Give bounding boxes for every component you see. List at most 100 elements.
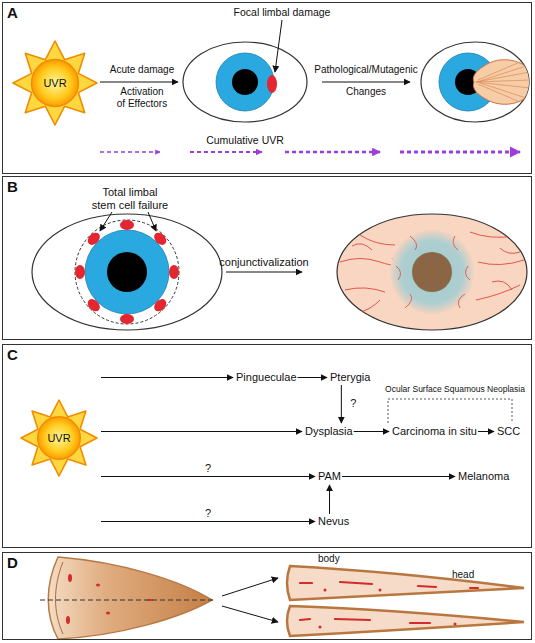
red-dot	[324, 589, 327, 592]
red-dot	[379, 589, 382, 592]
red-dot	[454, 623, 457, 626]
cumulative-arrow	[100, 151, 160, 153]
edge-label: ?	[343, 397, 363, 410]
red-spot	[106, 612, 110, 615]
damage-spot	[85, 230, 102, 247]
flow-arrow	[101, 521, 315, 522]
stage-text: Carcinoma in situ	[392, 425, 477, 438]
red-dot	[319, 626, 322, 629]
callout-arrow	[275, 20, 282, 72]
arrow-label: Pathological/Mutagenic	[296, 64, 436, 76]
flow-arrow	[101, 431, 302, 432]
red-streak	[340, 582, 372, 584]
uvr-sun: UVR	[18, 370, 100, 530]
panel-letter: B	[7, 178, 18, 196]
part-label: head	[452, 569, 492, 581]
flow-arrow	[478, 431, 494, 432]
red-spot	[68, 574, 72, 582]
panel-frame: A UVR	[2, 2, 532, 174]
pupil	[232, 69, 258, 95]
specimen-section	[287, 566, 524, 600]
edge-label: ?	[198, 462, 218, 475]
limbus-outline	[75, 220, 179, 324]
process-arrow	[222, 578, 278, 596]
cumulative-arrow	[190, 151, 262, 153]
iris	[216, 53, 274, 111]
panel-letter: A	[7, 4, 18, 22]
eye-outline	[183, 42, 307, 122]
bracket-label: Ocular Surface Squamous Neoplasia	[375, 385, 535, 395]
red-streak	[300, 582, 312, 584]
eye-outline	[32, 214, 222, 330]
callout-label: Focal limbal damage	[202, 6, 362, 18]
stage-text: Pterygia	[330, 371, 370, 384]
red-spot	[66, 616, 70, 624]
stage-label: Carcinoma in situ	[392, 425, 477, 438]
edge-label: ?	[198, 507, 218, 520]
process-arrow	[226, 272, 302, 273]
process-arrow	[322, 82, 410, 83]
arrow-label: Activation of Effectors	[116, 86, 169, 109]
stage-label: Pterygia	[330, 371, 370, 384]
arrow-label: conjunctivalization	[204, 256, 324, 269]
red-streak	[335, 619, 370, 620]
red-streak	[410, 622, 430, 624]
flow-arrow	[354, 431, 389, 432]
damage-spot	[169, 265, 179, 279]
flow-arrow	[341, 385, 342, 423]
callout-arrow	[148, 212, 156, 231]
arrow-label: Acute damage	[92, 64, 192, 76]
panel-frame: D	[2, 552, 532, 640]
flow-arrow	[101, 377, 233, 378]
red-streak	[470, 587, 478, 589]
specimen-edge	[56, 562, 64, 634]
stage-label: SCC	[497, 425, 520, 438]
process-arrow	[222, 606, 278, 622]
process-arrow	[100, 82, 178, 83]
pterygium-vessels	[476, 62, 530, 102]
stage-label: Melanoma	[458, 470, 509, 483]
flow-arrow	[342, 476, 455, 477]
part-label: body	[318, 553, 358, 565]
damage-spot	[152, 230, 169, 247]
stage-text: Pingueculae	[236, 371, 297, 384]
cumulative-arrow	[285, 151, 380, 154]
panel-letter: C	[7, 346, 18, 364]
timeline-label: Cumulative UVR	[175, 134, 315, 146]
damage-spot	[120, 314, 134, 324]
stage-text: SCC	[497, 425, 520, 438]
section-dots	[319, 589, 457, 629]
stage-text: Nevus	[318, 515, 349, 528]
limbal-failure-spots	[75, 220, 179, 324]
iris	[390, 230, 474, 314]
damage-spot	[120, 220, 134, 230]
damage-spot	[75, 265, 85, 279]
specimen-spots	[66, 574, 153, 624]
stage-text: Melanoma	[458, 470, 509, 483]
sun-shape	[18, 370, 100, 530]
blood-vessel	[396, 236, 470, 308]
cut-line	[40, 600, 215, 601]
stage-text: Dysplasia	[305, 425, 353, 438]
cumulative-arrow	[400, 150, 520, 153]
section-streaks	[300, 582, 478, 623]
specimen-section	[287, 606, 524, 636]
uvr-sun: UVR	[10, 38, 100, 128]
flow-arrow	[101, 476, 315, 477]
arrow-label: Changes	[316, 86, 416, 98]
stage-text: PAM	[318, 470, 341, 483]
stage-label: Nevus	[318, 515, 349, 528]
sun-label: UVR	[10, 76, 100, 90]
pterygium	[473, 60, 531, 105]
red-streak	[418, 586, 436, 587]
stage-label: Dysplasia	[305, 425, 353, 438]
red-streak	[300, 619, 310, 620]
callout-arrow	[100, 212, 112, 231]
flow-arrow	[329, 485, 330, 514]
red-spot	[96, 584, 100, 587]
sun-label: UVR	[18, 431, 100, 445]
pupil	[107, 252, 147, 292]
damage-spot	[85, 297, 102, 314]
